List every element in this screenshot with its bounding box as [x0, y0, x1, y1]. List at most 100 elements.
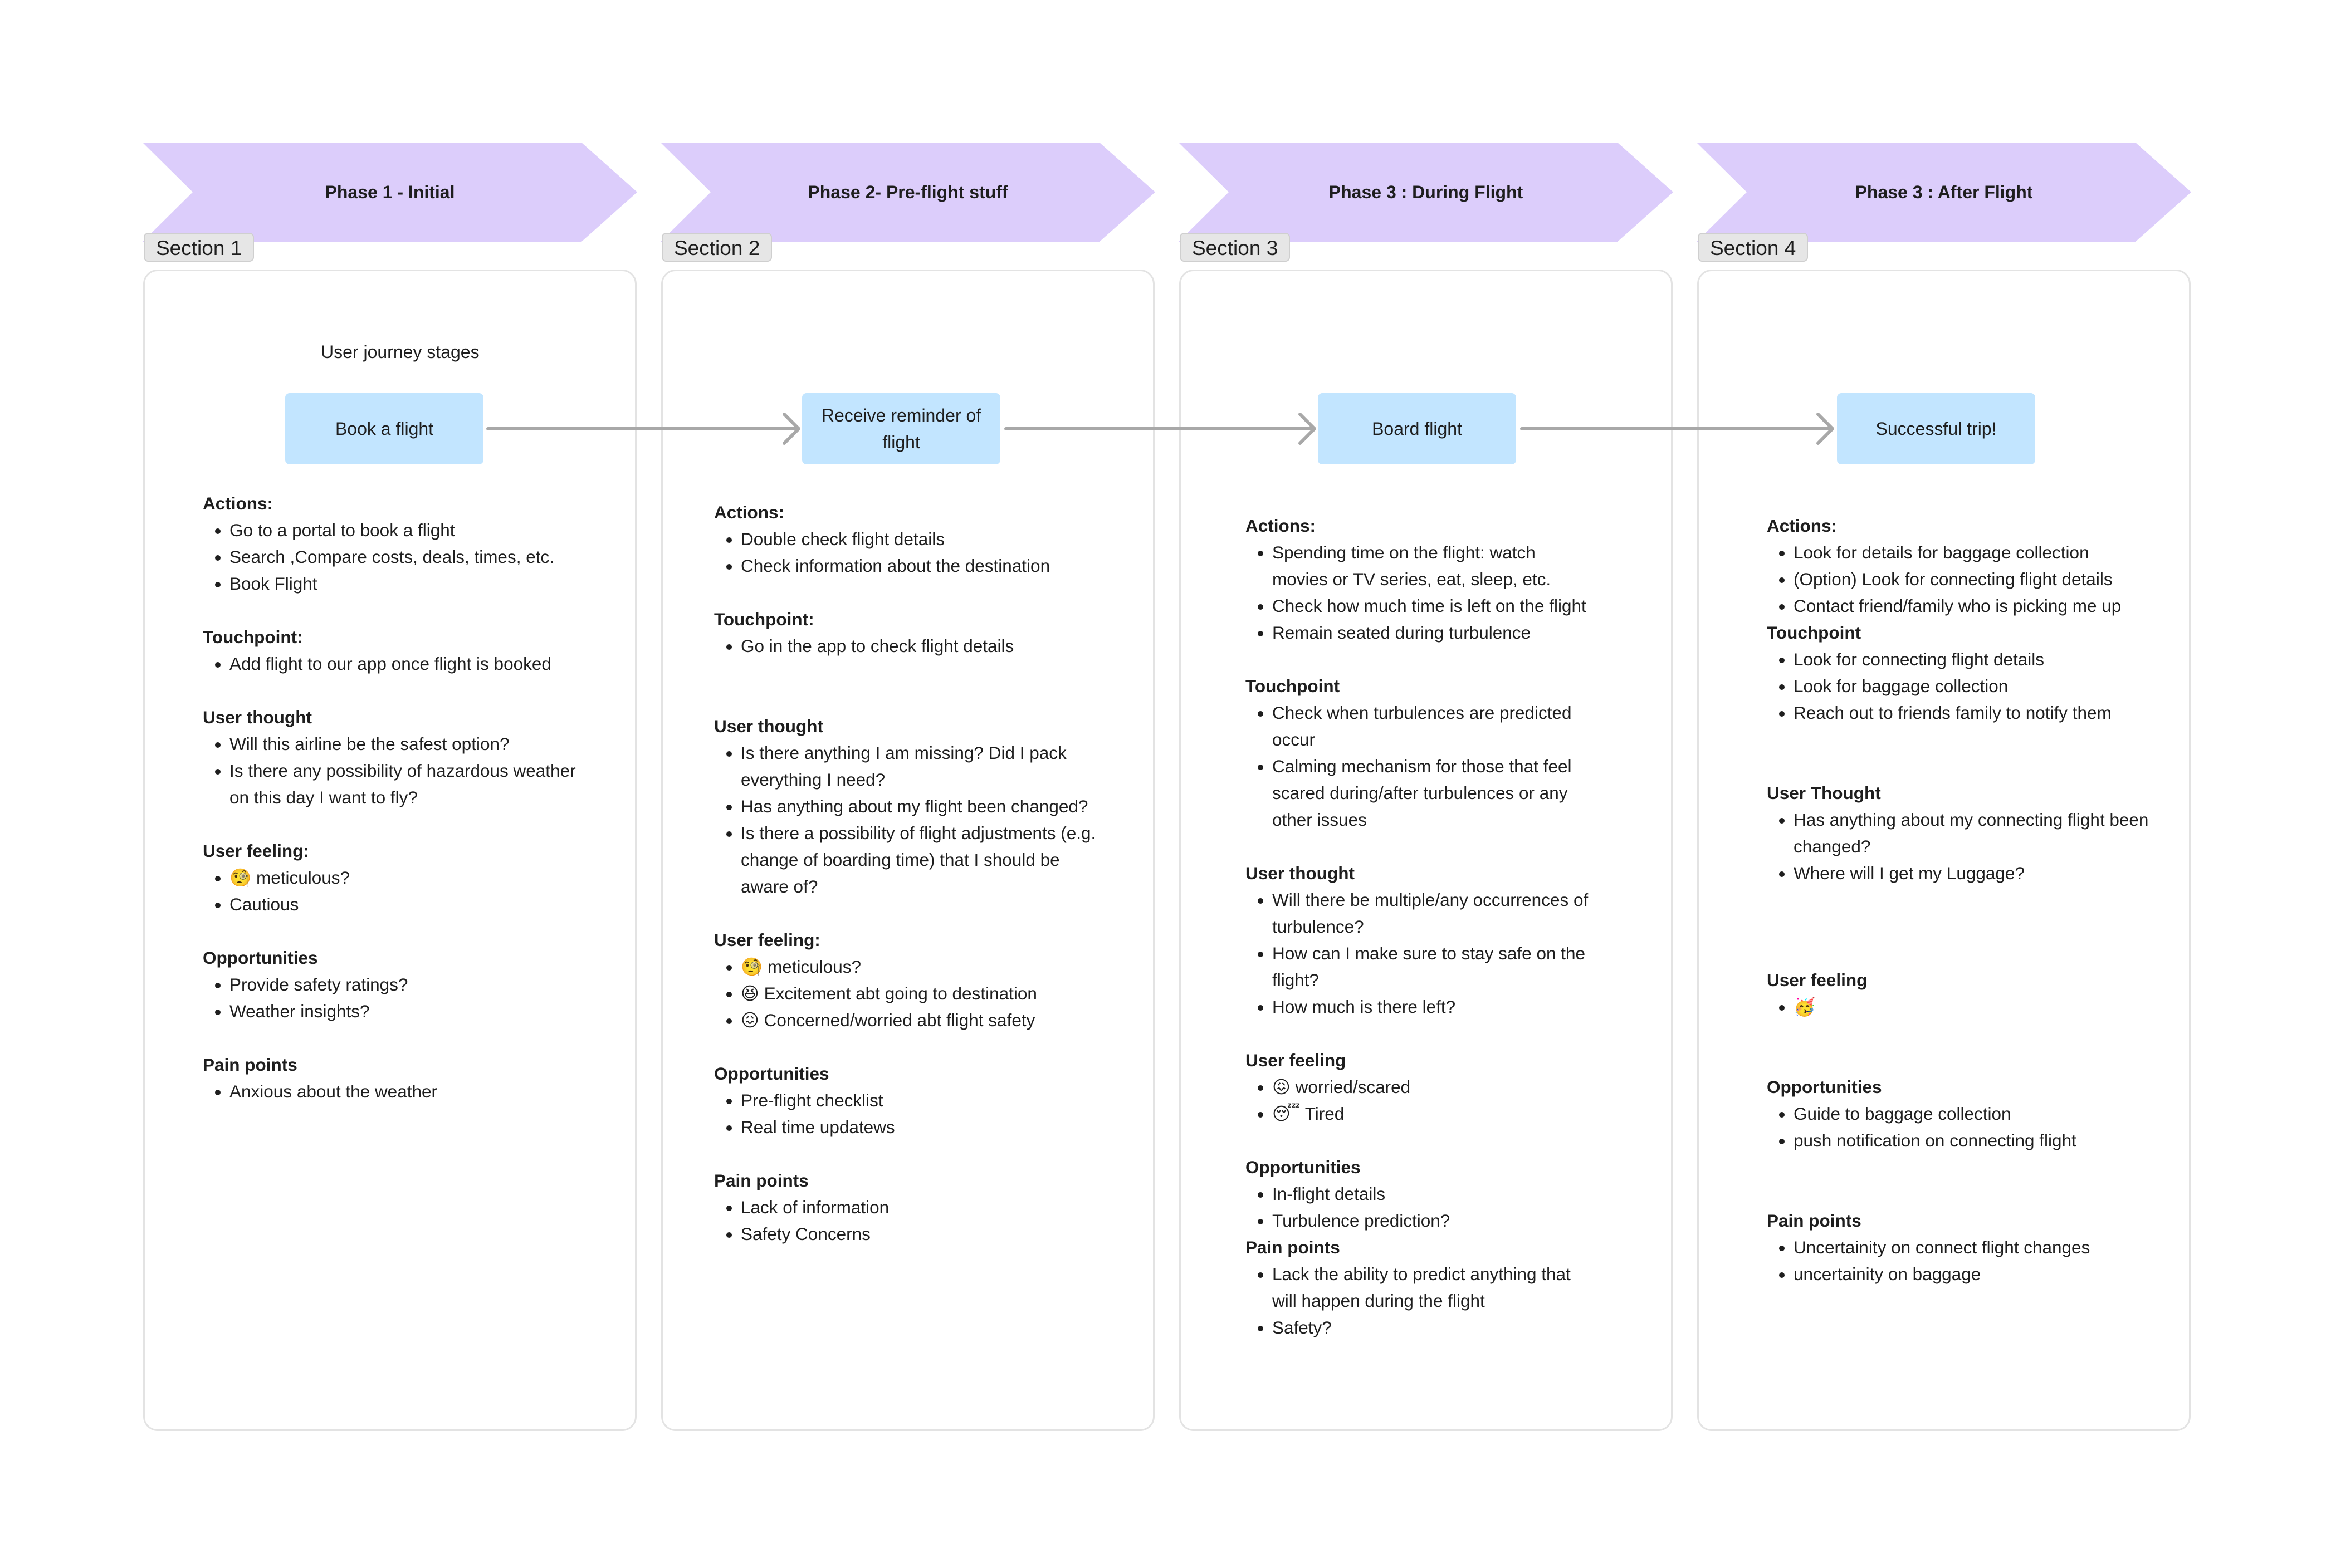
bullet-item: Safety? [1272, 1314, 1591, 1341]
group-pain-points: Pain pointsLack of informationSafety Con… [714, 1167, 1104, 1247]
bullet-item: Is there anything I am missing? Did I pa… [741, 739, 1104, 793]
bullet-list: Will this airline be the safest option?I… [203, 731, 598, 811]
bullet-item: 😴 Tired [1272, 1100, 1591, 1127]
group-opportunities: OpportunitiesProvide safety ratings?Weat… [203, 944, 598, 1025]
bullet-item: Look for baggage collection [1794, 673, 2157, 699]
bullet-item: Guide to baggage collection [1794, 1100, 2157, 1127]
group-actions: Actions: Go to a portal to book a flightS… [203, 490, 598, 597]
group-title: Actions: [1767, 516, 1837, 536]
bullet-item: Will there be multiple/any occurrences o… [1272, 886, 1591, 940]
bullet-item: Where will I get my Luggage? [1794, 860, 2157, 886]
column-2-content: Actions: Double check flight detailsCheck… [714, 499, 1104, 1247]
bullet-item: Look for connecting flight details [1794, 646, 2157, 673]
bullet-list: Lack of informationSafety Concerns [714, 1194, 1104, 1247]
bullet-list: Has anything about my connecting flight … [1767, 806, 2157, 886]
bullet-item: push notification on connecting flight [1794, 1127, 2157, 1154]
bullet-item: uncertainity on baggage [1794, 1261, 2157, 1287]
stages-label: User journey stages [321, 342, 480, 362]
bullet-list: 🧐 meticulous?Cautious [203, 864, 598, 918]
group-title: Touchpoint [1245, 676, 1340, 696]
group-title: Opportunities [714, 1064, 829, 1084]
bullet-list: Anxious about the weather [203, 1078, 598, 1105]
stage-board-flight: Board flight [1318, 393, 1516, 464]
bullet-list: 🥳 [1767, 993, 2157, 1020]
bullet-item: Lack the ability to predict anything tha… [1272, 1261, 1591, 1314]
group-title: Opportunities [203, 948, 318, 968]
group-pain-points: Pain pointsLack the ability to predict a… [1245, 1234, 1591, 1341]
phase-title: Phase 2- Pre-flight stuff [808, 182, 1008, 202]
section-label-3: Section 3 [1180, 233, 1291, 262]
group-title: Pain points [1767, 1211, 1861, 1231]
bullet-item: Uncertainity on connect flight changes [1794, 1234, 2157, 1261]
bullet-list: Double check flight detailsCheck informa… [714, 526, 1104, 579]
bullet-item: Search ,Compare costs, deals, times, etc… [229, 543, 598, 570]
bullet-list: 🧐 meticulous?😆 Excitement abt going to d… [714, 953, 1104, 1033]
bullet-item: Safety Concerns [741, 1221, 1104, 1247]
stage-book-flight: Book a flight [285, 393, 483, 464]
bullet-item: How can I make sure to stay safe on the … [1272, 940, 1591, 993]
bullet-item: Pre-flight checklist [741, 1087, 1104, 1114]
group-pain-points: Pain pointsUncertainity on connect fligh… [1767, 1207, 2157, 1287]
phase-banner-4: Phase 3 : After Flight [1697, 143, 2191, 242]
group-title: Actions: [714, 502, 784, 522]
bullet-item: Will this airline be the safest option? [229, 731, 598, 757]
group-title: User feeling: [714, 930, 820, 950]
bullet-item: Contact friend/family who is picking me … [1794, 592, 2157, 619]
bullet-item: 😖 Concerned/worried abt flight safety [741, 1007, 1104, 1033]
bullet-item: Calming mechanism for those that feel sc… [1272, 753, 1591, 833]
bullet-item: Real time updatews [741, 1114, 1104, 1140]
group-title: User thought [714, 716, 823, 736]
bullet-item: Lack of information [741, 1194, 1104, 1221]
group-title: Actions: [203, 493, 273, 513]
column-4-content: Actions:Look for details for baggage col… [1767, 512, 2157, 1287]
bullet-item: 😖 worried/scared [1272, 1074, 1591, 1100]
group-title: User thought [203, 707, 312, 727]
bullet-item: In-flight details [1272, 1180, 1591, 1207]
group-user-thought: User thoughtWill there be multiple/any o… [1245, 860, 1591, 1020]
group-user-feeling: User feeling 🥳 [1767, 967, 2157, 1020]
bullet-list: Check when turbulences are predicted occ… [1245, 699, 1591, 833]
group-title: Opportunities [1245, 1157, 1361, 1177]
bullet-item: Go to a portal to book a flight [229, 517, 598, 543]
phase-title: Phase 1 - Initial [325, 182, 455, 202]
group-title: Pain points [714, 1170, 809, 1190]
group-title: Pain points [203, 1055, 297, 1075]
group-title: User thought [1245, 863, 1355, 883]
group-user-thought: User ThoughtHas anything about my connec… [1767, 780, 2157, 886]
stage-successful-trip: Successful trip! [1837, 393, 2035, 464]
group-title: User feeling [1245, 1050, 1346, 1070]
bullet-item: 😆 Excitement abt going to destination [741, 980, 1104, 1007]
bullet-item: Double check flight details [741, 526, 1104, 552]
group-title: Touchpoint [1767, 623, 1861, 643]
group-actions: Actions: Double check flight detailsCheck… [714, 499, 1104, 579]
bullet-item: Cautious [229, 891, 598, 918]
bullet-item: Is there any possibility of hazardous we… [229, 757, 598, 811]
bullet-item: (Option) Look for connecting flight deta… [1794, 566, 2157, 592]
bullet-item: 🧐 meticulous? [229, 864, 598, 891]
section-label-2: Section 2 [662, 233, 773, 262]
group-user-feeling: User feeling: 🧐 meticulous?😆 Excitement a… [714, 927, 1104, 1033]
bullet-list: Pre-flight checklistReal time updatews [714, 1087, 1104, 1140]
group-title: User feeling [1767, 970, 1868, 990]
group-touchpoint: TouchpointLook for connecting flight det… [1767, 619, 2157, 726]
bullet-item: Go in the app to check flight details [741, 633, 1104, 659]
group-actions: Actions:Look for details for baggage col… [1767, 512, 2157, 619]
bullet-item: How much is there left? [1272, 993, 1591, 1020]
bullet-item: Has anything about my connecting flight … [1794, 806, 2157, 860]
column-1-content: Actions: Go to a portal to book a flightS… [203, 490, 598, 1105]
group-touchpoint: TouchpointCheck when turbulences are pre… [1245, 673, 1591, 833]
group-touchpoint: Touchpoint: Add flight to our app once fl… [203, 624, 598, 677]
bullet-item: Anxious about the weather [229, 1078, 598, 1105]
section-label-1: Section 1 [144, 233, 255, 262]
group-title: Touchpoint: [203, 627, 303, 647]
bullet-item: Is there a possibility of flight adjustm… [741, 820, 1104, 900]
bullet-list: Provide safety ratings?Weather insights? [203, 971, 598, 1025]
group-user-thought: User thoughtWill this airline be the saf… [203, 704, 598, 811]
stage-receive-reminder: Receive reminder of flight [802, 393, 1000, 464]
bullet-list: Guide to baggage collectionpush notifica… [1767, 1100, 2157, 1154]
bullet-list: Add flight to our app once flight is boo… [203, 650, 598, 677]
group-user-feeling: User feeling:🧐 meticulous?Cautious [203, 837, 598, 918]
bullet-item: Check how much time is left on the fligh… [1272, 592, 1591, 619]
group-pain-points: Pain pointsAnxious about the weather [203, 1051, 598, 1105]
